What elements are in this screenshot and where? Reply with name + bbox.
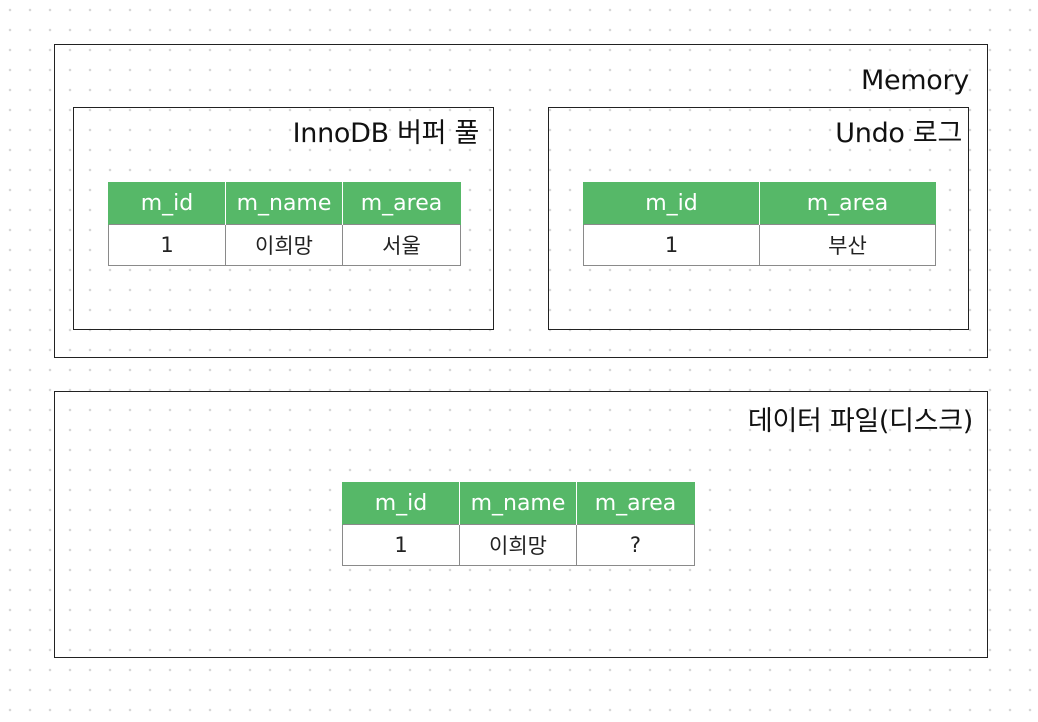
table-cell: 1 — [108, 224, 226, 266]
column-header: m_area — [759, 182, 936, 225]
buffer-pool-box: InnoDB 버퍼 풀 — [73, 107, 494, 330]
table-cell: 서울 — [342, 224, 461, 266]
table-header-row: m_id m_area — [583, 182, 936, 225]
column-header: m_id — [108, 182, 226, 225]
undo-log-table: m_id m_area 1 부산 — [583, 182, 936, 266]
undo-log-box: Undo 로그 — [548, 107, 969, 330]
table-cell: 1 — [342, 524, 460, 566]
column-header: m_id — [342, 482, 460, 525]
column-header: m_area — [342, 182, 461, 225]
column-header: m_name — [459, 482, 577, 525]
table-cell: ? — [576, 524, 695, 566]
buffer-pool-table: m_id m_name m_area 1 이희망 서울 — [108, 182, 461, 266]
column-header: m_name — [225, 182, 343, 225]
buffer-pool-title: InnoDB 버퍼 풀 — [292, 118, 480, 149]
table-header-row: m_id m_name m_area — [108, 182, 461, 225]
column-header: m_area — [576, 482, 695, 525]
undo-log-title: Undo 로그 — [835, 118, 962, 149]
data-file-box: 데이터 파일(디스크) — [54, 391, 988, 658]
table-cell: 1 — [583, 224, 760, 266]
table-cell: 이희망 — [225, 224, 343, 266]
column-header: m_id — [583, 182, 760, 225]
memory-title: Memory — [860, 65, 969, 96]
table-cell: 이희망 — [459, 524, 577, 566]
table-row: 1 이희망 서울 — [108, 224, 461, 266]
table-header-row: m_id m_name m_area — [342, 482, 695, 525]
table-row: 1 이희망 ? — [342, 524, 695, 566]
table-row: 1 부산 — [583, 224, 936, 266]
memory-box: Memory — [54, 44, 988, 358]
table-cell: 부산 — [759, 224, 936, 266]
data-file-table: m_id m_name m_area 1 이희망 ? — [342, 482, 695, 566]
data-file-title: 데이터 파일(디스크) — [747, 406, 973, 437]
